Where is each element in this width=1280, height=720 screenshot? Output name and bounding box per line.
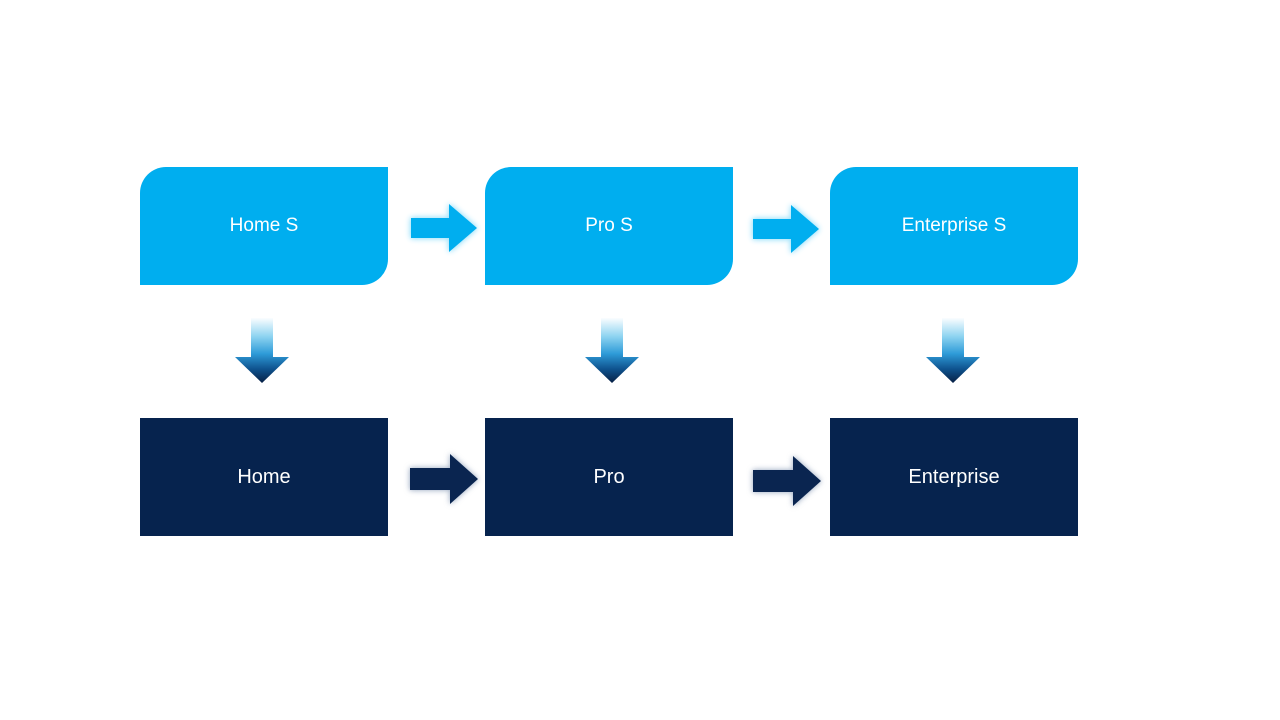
down-arrow-icon-pro-s-to-pro: [585, 318, 639, 383]
node-enterprise-s-label: Enterprise S: [901, 215, 1007, 236]
node-home-s: Home S: [140, 167, 388, 285]
node-home-s-label: Home S: [229, 215, 299, 236]
down-arrow-icon-enterprise-s-to-enterprise: [926, 318, 980, 383]
right-arrow-icon-pro-s-to-enterprise-s: [753, 205, 819, 253]
node-enterprise-label: Enterprise: [908, 465, 1000, 488]
node-home: Home: [140, 418, 388, 536]
right-arrow-icon-pro-to-enterprise: [753, 456, 821, 506]
node-enterprise-s: Enterprise S: [830, 167, 1078, 285]
node-pro-s-label: Pro S: [585, 215, 633, 236]
node-home-label: Home: [237, 465, 291, 488]
node-pro-s: Pro S: [485, 167, 733, 285]
right-arrow-icon-home-s-to-pro-s: [411, 204, 477, 252]
node-pro-label: Pro: [593, 465, 625, 488]
node-pro: Pro: [485, 418, 733, 536]
right-arrow-icon-home-to-pro: [410, 454, 478, 504]
node-enterprise: Enterprise: [830, 418, 1078, 536]
down-arrow-icon-home-s-to-home: [235, 318, 289, 383]
